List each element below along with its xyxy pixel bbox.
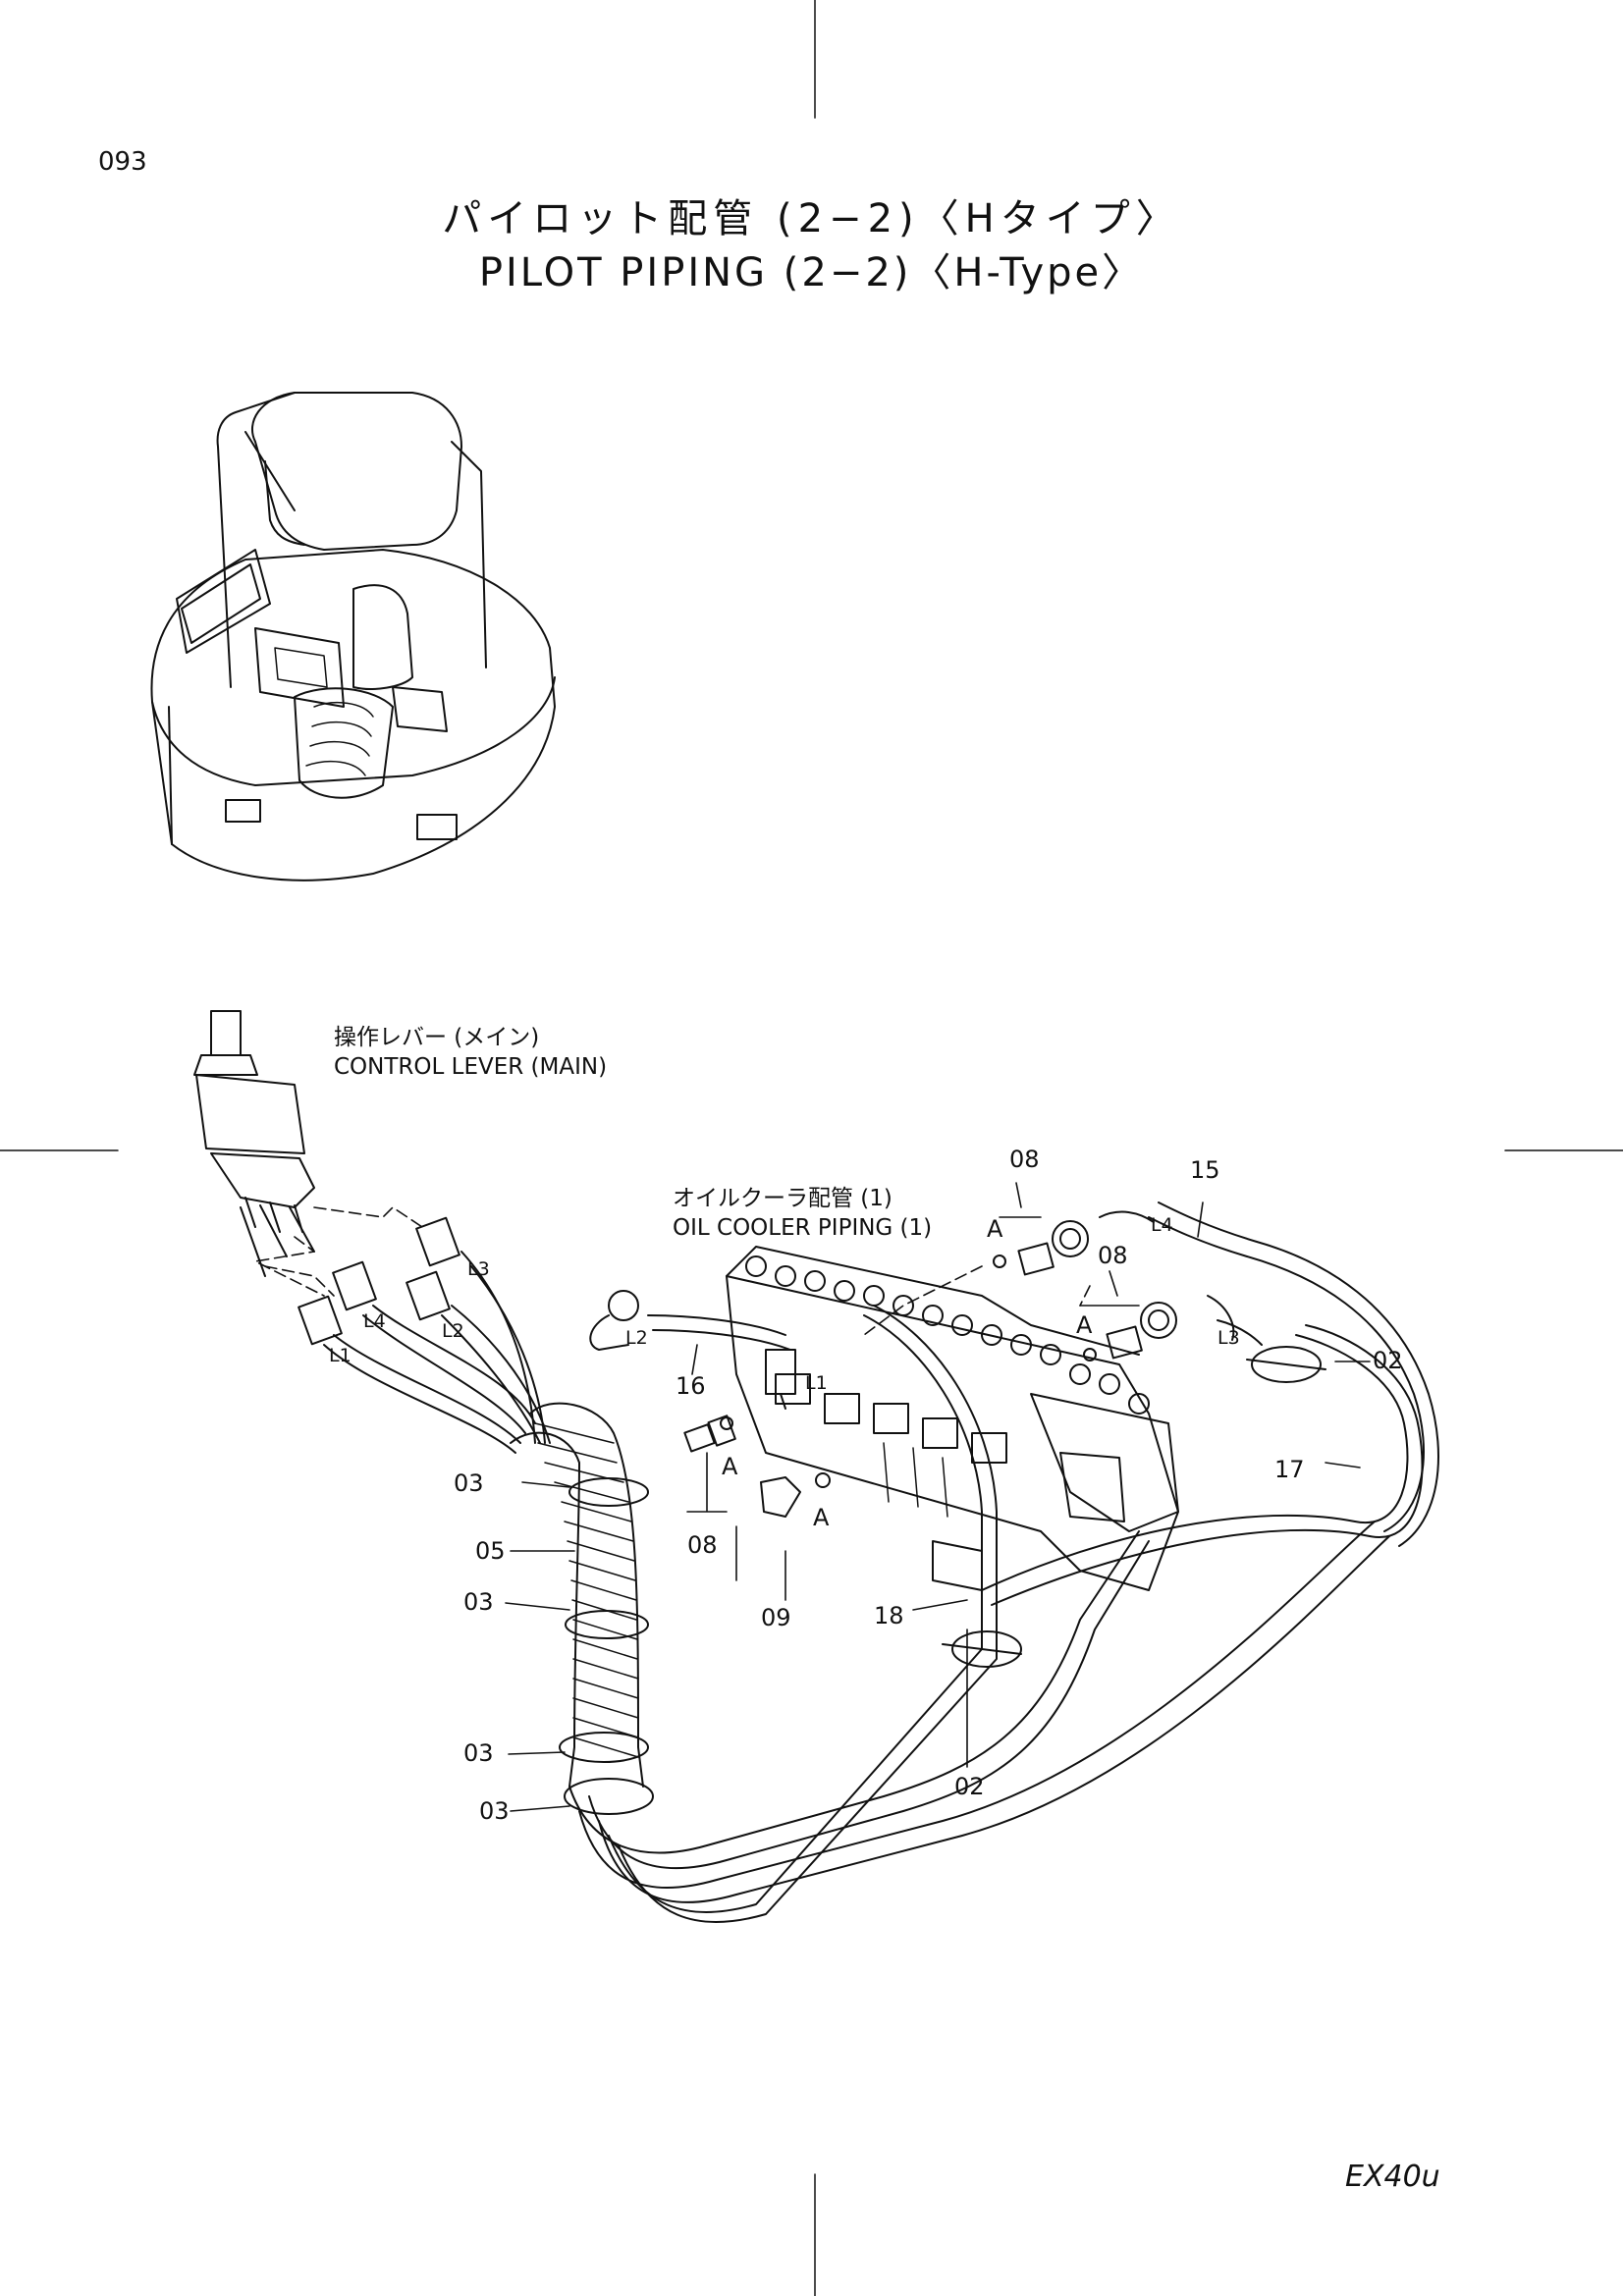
- part-number: 08: [1009, 1146, 1040, 1173]
- routing-clamps: [942, 1346, 1326, 1668]
- part-number: 02: [1373, 1347, 1403, 1374]
- connector-tag: L3: [467, 1258, 490, 1280]
- valve-side-fittings: [589, 1210, 1263, 1518]
- part-number: 16: [676, 1372, 706, 1400]
- protector-clamps: [559, 1477, 654, 1815]
- oil-cooler-label-jp: オイルクーラ配管 (1): [673, 1186, 893, 1211]
- control-lever-label-jp: 操作レバー (メイン): [334, 1025, 540, 1050]
- model-name: EX40u: [1345, 2160, 1440, 2194]
- control-valve-illustration: [726, 1246, 1179, 1591]
- hose-protector: [510, 1402, 644, 1788]
- title-japanese: パイロット配管 (2−2)〈Hタイプ〉: [442, 196, 1181, 241]
- part-number: 15: [1190, 1156, 1220, 1184]
- control-lever-illustration: [193, 1010, 315, 1277]
- part-number: 09: [761, 1604, 791, 1631]
- part-number: 05: [475, 1537, 506, 1565]
- connector-tag: L2: [625, 1327, 648, 1349]
- callout-a: A: [722, 1453, 738, 1480]
- title-english: PILOT PIPING (2−2)〈H-Type〉: [478, 250, 1145, 295]
- connector-tag: L1: [329, 1345, 352, 1366]
- callout-a: A: [1076, 1311, 1093, 1339]
- main-hose-routing: [568, 1201, 1439, 1924]
- excavator-overview-illustration: [150, 392, 556, 881]
- part-number: 02: [954, 1773, 985, 1800]
- connector-tag: L1: [805, 1372, 828, 1394]
- callout-a: A: [987, 1215, 1003, 1243]
- connector-tag: L4: [1151, 1214, 1173, 1236]
- connector-tag: L2: [442, 1320, 464, 1342]
- part-number: 08: [1098, 1242, 1128, 1269]
- connector-tag: L3: [1217, 1327, 1240, 1349]
- part-number: 17: [1274, 1456, 1305, 1483]
- part-number: 03: [463, 1588, 494, 1616]
- part-number: 08: [687, 1531, 718, 1559]
- part-number: 18: [874, 1602, 904, 1629]
- page-number: 093: [98, 147, 147, 177]
- oil-cooler-label-en: OIL COOLER PIPING (1): [673, 1215, 933, 1241]
- leader-lines: [505, 1182, 1371, 1812]
- part-number: 03: [454, 1469, 484, 1497]
- part-number: 03: [463, 1739, 494, 1767]
- part-number: 03: [479, 1797, 510, 1825]
- connector-tag: L4: [363, 1310, 386, 1332]
- lever-hose-fittings: [298, 1216, 460, 1346]
- connection-guides: [254, 1206, 1091, 1336]
- control-lever-label-en: CONTROL LEVER (MAIN): [334, 1054, 608, 1080]
- hose-bundle: [323, 1251, 551, 1454]
- callout-a: A: [813, 1504, 830, 1531]
